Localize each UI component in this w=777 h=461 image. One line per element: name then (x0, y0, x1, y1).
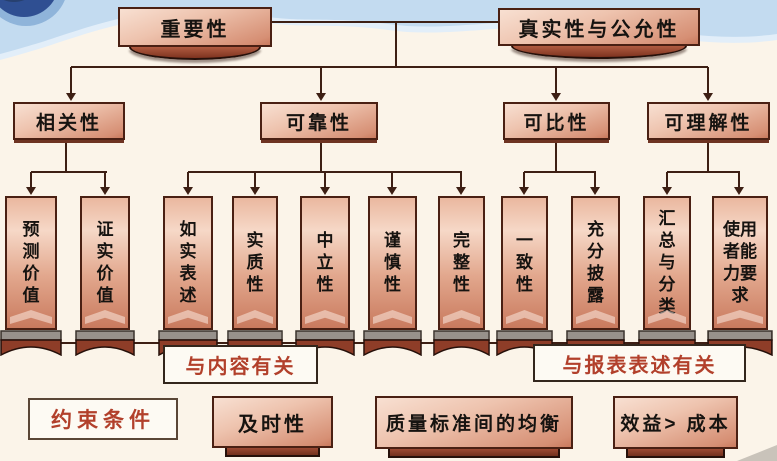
arrow-down-icon (590, 187, 600, 195)
box-benefit-cost: 效益> 成本 (613, 396, 738, 449)
box-timeliness: 及时性 (212, 396, 333, 448)
arrow-down-icon (183, 187, 193, 195)
connector-line (555, 140, 557, 173)
banner-tail (363, 330, 422, 356)
banner-confirmatory-value: 证实价值 (75, 196, 135, 356)
box-label: 效益> 成本 (620, 414, 731, 435)
banner-label: 预测价值 (22, 219, 40, 306)
connector-line (104, 172, 106, 188)
banner-prudence: 谨慎性 (363, 196, 422, 356)
banner-full-disclosure: 充分披露 (566, 196, 625, 356)
connector-line (395, 22, 397, 68)
node-understandability: 可理解性 (647, 102, 770, 140)
banner-completeness: 完整性 (433, 196, 490, 356)
node-label: 相关性 (35, 112, 102, 134)
banner-label: 谨慎性 (384, 230, 401, 295)
banner-label: 汇总与分类 (658, 208, 676, 317)
page-curl-decoration (737, 445, 777, 461)
node-truth-fairness: 真实性与公允性 (498, 8, 700, 46)
banner-predictive-value: 预测价值 (0, 196, 62, 356)
arrow-down-icon (662, 187, 672, 195)
banner-label: 充分披露 (587, 219, 604, 306)
arrow-down-icon (387, 187, 397, 195)
arrow-down-icon (551, 93, 561, 101)
box-shadow-strip (225, 448, 320, 457)
banner-aggregation-classification: 汇总与分类 (638, 196, 696, 356)
arrow-down-icon (734, 187, 744, 195)
arrow-down-icon (66, 93, 76, 101)
connector-line (391, 172, 393, 188)
node-label: 重要性 (160, 18, 230, 41)
banner-user-capability: 使用者能力要求 (707, 196, 773, 356)
connector-line (70, 67, 72, 94)
banner-label: 一致性 (516, 230, 533, 295)
node-relevance: 相关性 (13, 102, 125, 140)
connector-line (187, 172, 189, 188)
connector-line (324, 172, 326, 188)
banner-faithful-representation: 如实表述 (158, 196, 218, 356)
banner-consistency: 一致性 (496, 196, 553, 356)
banner-label: 使用者能力要求 (723, 219, 757, 306)
arrow-down-icon (703, 93, 713, 101)
node-label: 可靠性 (285, 112, 352, 134)
box-label: 质量标准间的均衡 (385, 414, 562, 435)
connector-line (71, 66, 708, 68)
connector-line (707, 67, 709, 94)
connector-line (320, 67, 322, 94)
banner-tail (433, 330, 490, 356)
connector-line (594, 172, 596, 188)
banner-neutrality: 中立性 (295, 196, 355, 356)
banner-label: 中立性 (316, 230, 334, 295)
connector-line (707, 140, 709, 173)
group-label-text: 与内容有关 (185, 356, 296, 378)
connector-line (254, 172, 256, 188)
box-shadow-strip (388, 449, 560, 458)
box-shadow-strip (626, 449, 725, 458)
node-importance: 重要性 (118, 7, 272, 47)
node-label: 真实性与公允性 (518, 18, 680, 41)
arrow-down-icon (250, 187, 260, 195)
arrow-down-icon (316, 93, 326, 101)
connector-line (738, 172, 740, 188)
banner-tail (0, 330, 62, 356)
connector-line (523, 172, 525, 188)
connector-line (524, 171, 596, 173)
banner-label: 完整性 (453, 230, 470, 295)
banner-label: 证实价值 (96, 219, 114, 306)
box-balance: 质量标准间的均衡 (375, 396, 573, 449)
node-comparability: 可比性 (503, 102, 610, 140)
arrow-down-icon (320, 187, 330, 195)
node-label: 可比性 (523, 112, 590, 134)
arrow-down-icon (26, 187, 36, 195)
connector-line (460, 172, 462, 188)
banner-tail (75, 330, 135, 356)
connector-line (320, 140, 322, 173)
arrow-down-icon (456, 187, 466, 195)
node-label: 可理解性 (664, 112, 753, 134)
arrow-down-icon (519, 187, 529, 195)
group-label-text: 与报表表述有关 (562, 354, 717, 377)
arrow-down-icon (100, 187, 110, 195)
box-constraints: 约束条件 (28, 398, 178, 440)
banner-substance: 实质性 (227, 196, 283, 356)
box-label: 及时性 (238, 413, 307, 436)
label-report-related: 与报表表述有关 (533, 344, 746, 382)
connector-line (31, 171, 107, 173)
connector-line (272, 21, 498, 23)
connector-line (65, 140, 67, 173)
banner-label: 实质性 (246, 230, 264, 295)
banner-label: 如实表述 (179, 219, 197, 306)
connector-line (666, 172, 668, 188)
box-label: 约束条件 (51, 409, 155, 432)
connector-line (667, 171, 740, 173)
connector-line (555, 67, 557, 94)
label-content-related: 与内容有关 (163, 345, 318, 384)
connector-line (30, 172, 32, 188)
node-reliability: 可靠性 (260, 102, 378, 140)
